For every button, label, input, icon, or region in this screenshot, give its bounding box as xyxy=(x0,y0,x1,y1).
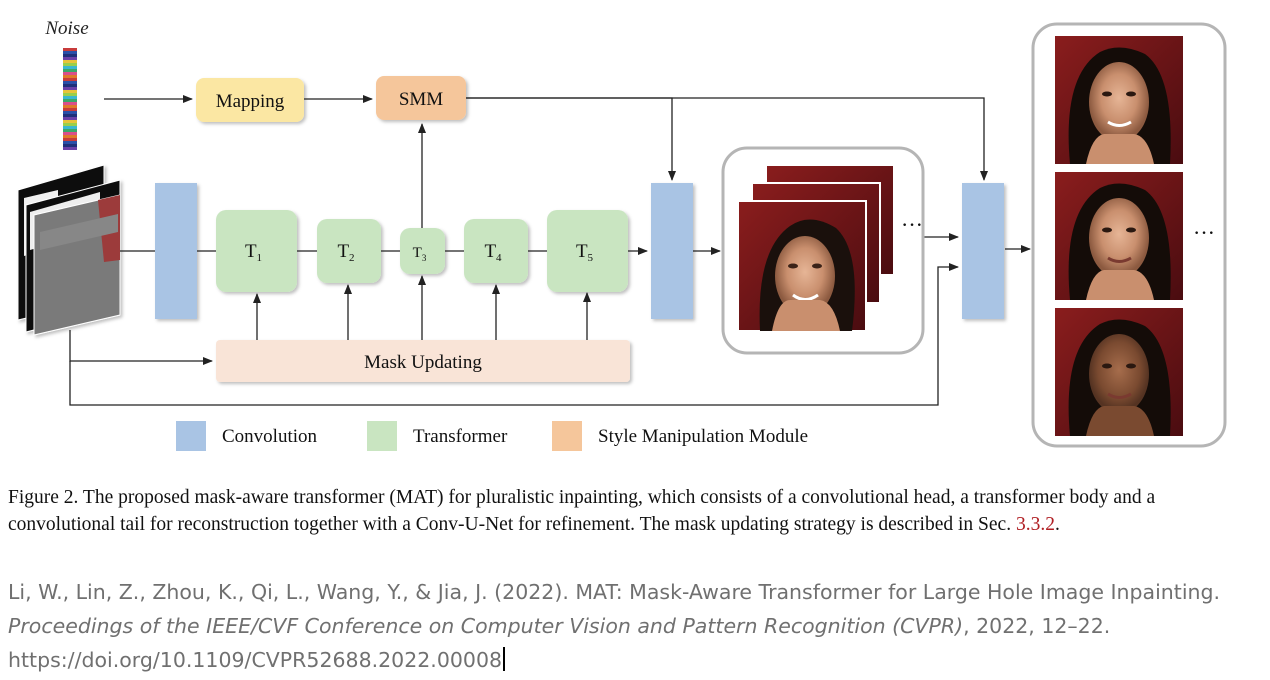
citation-venue: Proceedings of the IEEE/CVF Conference o… xyxy=(8,614,964,638)
output-portrait-3 xyxy=(1055,308,1183,436)
citation-authors-title: Li, W., Lin, Z., Zhou, K., Qi, L., Wang,… xyxy=(8,580,1221,604)
transformer-label-2: T2 xyxy=(337,241,354,264)
transformer-block-5: T5 xyxy=(547,210,628,292)
citation: Li, W., Lin, Z., Zhou, K., Qi, L., Wang,… xyxy=(8,575,1270,677)
transformer-label-4: T4 xyxy=(484,241,502,264)
mask-updating-label: Mask Updating xyxy=(364,352,482,373)
legend-swatch-3 xyxy=(552,421,582,451)
figure-caption: Figure 2. The proposed mask-aware transf… xyxy=(8,484,1258,538)
output-portrait-1 xyxy=(1055,36,1183,164)
legend-swatch-1 xyxy=(176,421,206,451)
legend-label-1: Convolution xyxy=(222,426,318,447)
smm-label: SMM xyxy=(399,89,443,110)
legend: Convolution Transformer Style Manipulation… xyxy=(176,421,808,451)
text-cursor xyxy=(503,647,505,671)
transformer-block-1: T1 xyxy=(216,210,297,292)
noise-vector xyxy=(63,48,77,150)
mapping-block: Mapping xyxy=(196,78,304,122)
legend-swatch-2 xyxy=(367,421,397,451)
conv-head-block xyxy=(155,183,197,319)
transformer-block-4: T4 xyxy=(464,219,528,283)
refine-conv-block xyxy=(962,183,1004,319)
final-ellipsis: ··· xyxy=(1193,220,1215,245)
conv-tail-block xyxy=(651,183,693,319)
transformer-label-3: T3 xyxy=(413,245,427,263)
mapping-label: Mapping xyxy=(216,91,285,112)
main-flow-arrows xyxy=(120,233,1031,255)
legend-label-3: Style Manipulation Module xyxy=(598,426,808,447)
legend-label-2: Transformer xyxy=(413,426,508,447)
citation-rest: , 2022, 12–22. https://doi.org/10.1109/C… xyxy=(8,614,1111,672)
output-portrait-2 xyxy=(1055,172,1183,300)
transformer-label-5: T5 xyxy=(576,241,594,264)
coarse-output-stack xyxy=(737,164,895,332)
mask-arrows xyxy=(69,263,959,406)
caption-section-link[interactable]: 3.3.2 xyxy=(1015,514,1055,535)
transformer-block-3: T3 xyxy=(400,228,445,274)
noise-label: Noise xyxy=(44,18,88,39)
smm-block: SMM xyxy=(376,76,466,120)
style-arrows xyxy=(104,95,988,228)
transformer-label-1: T1 xyxy=(245,241,262,264)
caption-text: Figure 2. The proposed mask-aware transf… xyxy=(8,487,1156,535)
mat-architecture-diagram: Noise Mapping SMM T1 T2 T3 T4 T5 xyxy=(17,18,1227,451)
masked-input-images xyxy=(17,164,121,336)
transformer-block-2: T2 xyxy=(317,219,381,283)
mask-updating-block: Mask Updating xyxy=(216,340,630,382)
caption-end: . xyxy=(1054,514,1060,535)
coarse-ellipsis: ··· xyxy=(901,212,923,237)
